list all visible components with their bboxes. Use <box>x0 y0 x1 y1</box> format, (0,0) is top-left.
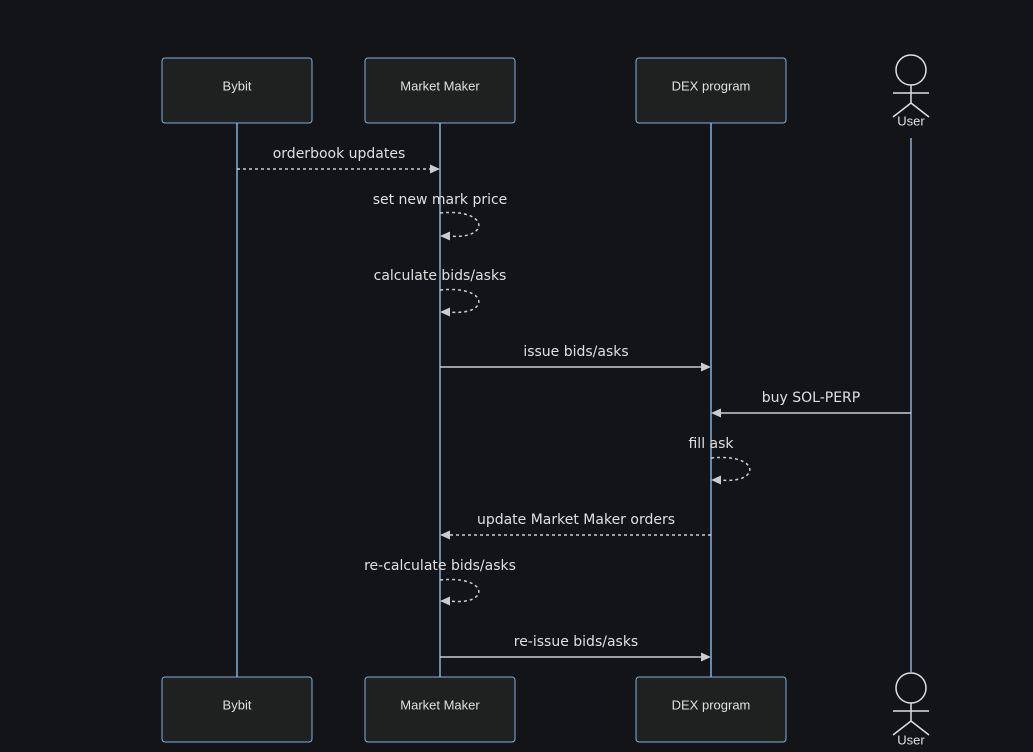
message-label: fill ask <box>688 436 734 452</box>
arrowhead-icon <box>440 596 450 606</box>
stick-figure-icon <box>892 54 930 118</box>
message-label: calculate bids/asks <box>374 268 507 284</box>
message-label: buy SOL-PERP <box>762 390 860 406</box>
actor-dex-bottom: DEX program <box>635 676 787 743</box>
message-line <box>710 456 751 482</box>
actor-box <box>364 57 516 124</box>
message-issue-bids-asks: issue bids/asks <box>440 344 711 372</box>
arrowhead-icon <box>440 530 450 540</box>
message-label: set new mark price <box>373 192 508 208</box>
actor-bybit-top: Bybit <box>161 57 313 124</box>
actor-user-top: User <box>892 54 930 128</box>
stick-figure-icon <box>892 672 930 736</box>
actor-dex-top: DEX program <box>635 57 787 124</box>
message-label: re-calculate bids/asks <box>364 558 516 574</box>
arrowhead-icon <box>701 362 711 372</box>
actor-label: Bybit <box>223 78 252 93</box>
arrowhead-icon <box>711 475 721 485</box>
message-line <box>439 211 480 238</box>
message-line <box>439 288 480 314</box>
arrowhead-icon <box>711 408 721 418</box>
message-fill-ask: fill ask <box>688 436 751 485</box>
arrowhead-icon <box>430 164 440 174</box>
message-label: orderbook updates <box>273 146 406 162</box>
actor-label: DEX program <box>672 697 751 712</box>
actor-box <box>161 57 313 124</box>
actor-label: User <box>897 113 925 128</box>
message-calculate-bids-asks: calculate bids/asks <box>374 268 507 317</box>
actor-box <box>161 676 313 743</box>
actor-label: Market Maker <box>400 697 480 712</box>
message-orderbook-updates: orderbook updates <box>237 146 440 174</box>
arrowhead-icon <box>440 307 450 317</box>
actor-box <box>635 57 787 124</box>
message-label: issue bids/asks <box>523 344 628 360</box>
message-update-market-maker-orders: update Market Maker orders <box>440 512 711 540</box>
arrowhead-icon <box>701 652 711 662</box>
actor-label: DEX program <box>672 78 751 93</box>
message-re-issue-bids-asks: re-issue bids/asks <box>440 634 711 662</box>
actor-box <box>635 676 787 743</box>
actor-label: Bybit <box>223 697 252 712</box>
arrowhead-icon <box>440 231 450 241</box>
message-re-calculate-bids-asks: re-calculate bids/asks <box>364 558 516 606</box>
message-line <box>439 578 480 603</box>
actor-box <box>364 676 516 743</box>
message-label: update Market Maker orders <box>477 512 675 528</box>
actor-label: User <box>897 732 925 747</box>
actor-bybit-bottom: Bybit <box>161 676 313 743</box>
message-set-new-mark-price: set new mark price <box>373 192 508 241</box>
message-label: re-issue bids/asks <box>514 634 638 650</box>
actor-market-maker-bottom: Market Maker <box>364 676 516 743</box>
message-buy-sol-perp: buy SOL-PERP <box>711 390 911 418</box>
actor-label: Market Maker <box>400 78 480 93</box>
actor-market-maker-top: Market Maker <box>364 57 516 124</box>
actor-user-bottom: User <box>892 672 930 747</box>
